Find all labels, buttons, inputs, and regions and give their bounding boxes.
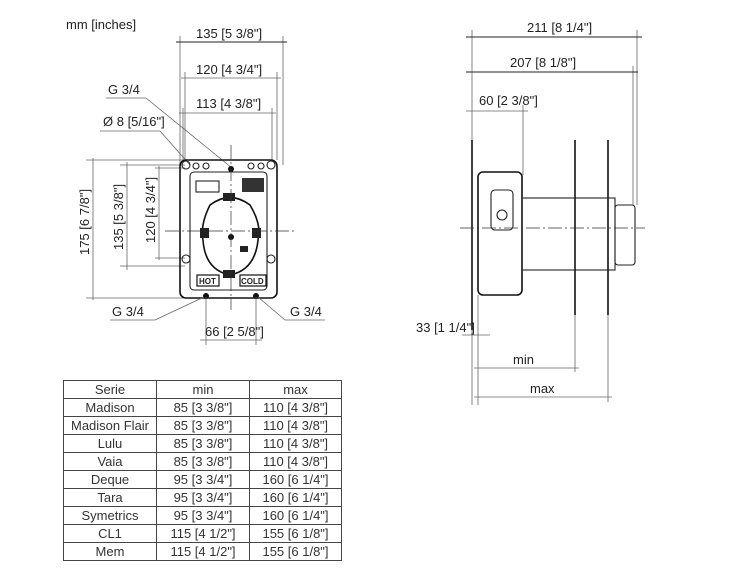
min-cell: 95 [3 3/4"] xyxy=(156,470,250,489)
header-min: min xyxy=(156,380,250,399)
qr-code xyxy=(242,178,264,192)
front-view: 135 [5 3/8"] 120 [4 3/4"] 113 [4 3/8"] G… xyxy=(77,26,325,345)
dim-width-mid: 120 [4 3/4"] xyxy=(196,62,262,77)
serie-cell: Lulu xyxy=(63,434,157,453)
max-cell: 110 [4 3/8"] xyxy=(249,434,342,453)
header-max: max xyxy=(249,380,342,399)
cold-label: COLD xyxy=(241,277,264,286)
min-cell: 115 [4 1/2"] xyxy=(156,524,250,543)
min-cell: 85 [3 3/8"] xyxy=(156,434,250,453)
hot-label: HOT xyxy=(199,277,216,286)
dim-height-outer: 175 [6 7/8"] xyxy=(77,189,92,255)
serie-cell: CL1 xyxy=(63,524,157,543)
min-cell: 85 [3 3/8"] xyxy=(156,452,250,471)
dim-outlet-spacing: 66 [2 5/8"] xyxy=(205,324,264,339)
thread-top-label: G 3/4 xyxy=(108,82,140,97)
serie-cell: Tara xyxy=(63,488,157,507)
min-cell: 115 [4 1/2"] xyxy=(156,542,250,561)
side-view: 211 [8 1/4"] 207 [8 1/8"] 60 [2 3/8"] 33… xyxy=(416,20,645,405)
dim-wall-offset: 33 [1 1/4"] xyxy=(416,320,475,335)
max-cell: 155 [6 1/8"] xyxy=(249,524,342,543)
min-cell: 85 [3 3/8"] xyxy=(156,398,250,417)
units-label: mm [inches] xyxy=(66,17,136,32)
serie-cell: Deque xyxy=(63,470,157,489)
table-header-row: Serie min max xyxy=(63,380,342,399)
serie-cell: Symetrics xyxy=(63,506,157,525)
max-cell: 160 [6 1/4"] xyxy=(249,488,342,507)
serie-cell: Mem xyxy=(63,542,157,561)
dim-min: min xyxy=(513,352,534,367)
dim-depth-total: 211 [8 1/4"] xyxy=(527,20,592,35)
header-serie: Serie xyxy=(63,380,157,399)
max-cell: 110 [4 3/8"] xyxy=(249,416,342,435)
hole-diameter-label: Ø 8 [5/16"] xyxy=(103,114,165,129)
dim-width-inner: 113 [4 3/8"] xyxy=(196,96,261,111)
max-cell: 155 [6 1/8"] xyxy=(249,542,342,561)
dim-body-depth: 60 [2 3/8"] xyxy=(479,93,538,108)
max-cell: 160 [6 1/4"] xyxy=(249,470,342,489)
serie-cell: Madison xyxy=(63,398,157,417)
min-cell: 85 [3 3/8"] xyxy=(156,416,250,435)
label-plate xyxy=(195,180,220,193)
dim-height-mid: 135 [5 3/8"] xyxy=(111,184,126,250)
serie-cell: Madison Flair xyxy=(63,416,157,435)
dim-max: max xyxy=(530,381,555,396)
max-cell: 110 [4 3/8"] xyxy=(249,452,342,471)
min-cell: 95 [3 3/4"] xyxy=(156,506,250,525)
dim-width-outer: 135 [5 3/8"] xyxy=(196,26,262,41)
serie-cell: Vaia xyxy=(63,452,157,471)
dim-depth-plate: 207 [8 1/8"] xyxy=(510,55,576,70)
dim-height-inner: 120 [4 3/4"] xyxy=(143,177,158,243)
thread-bottom-left-label: G 3/4 xyxy=(112,304,144,319)
max-cell: 160 [6 1/4"] xyxy=(249,506,342,525)
min-cell: 95 [3 3/4"] xyxy=(156,488,250,507)
thread-bottom-right-label: G 3/4 xyxy=(290,304,322,319)
max-cell: 110 [4 3/8"] xyxy=(249,398,342,417)
